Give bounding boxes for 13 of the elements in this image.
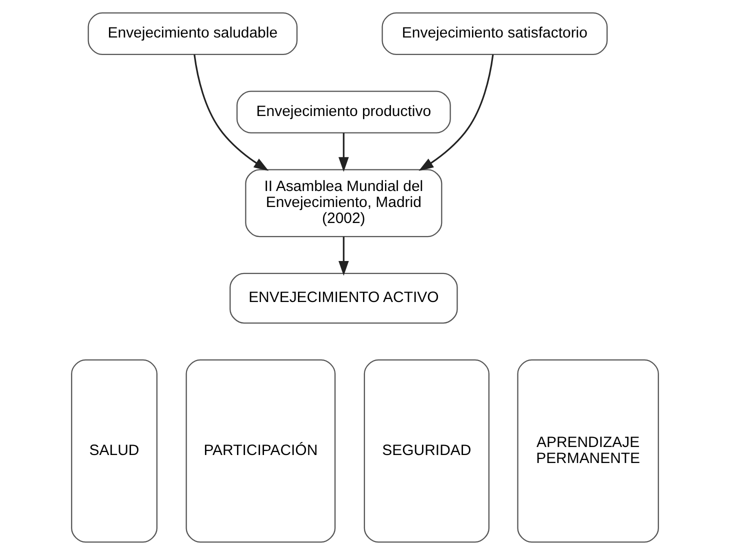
node-box: II Asamblea Mundial del Envejecimiento, Madrid (2002) bbox=[245, 169, 442, 238]
arrow bbox=[418, 54, 494, 171]
node-box: SEGURIDAD bbox=[364, 359, 490, 543]
node-box: Envejecimiento saludable bbox=[88, 12, 298, 55]
arrow bbox=[338, 236, 349, 276]
arrow bbox=[194, 54, 269, 171]
node-box: SALUD bbox=[71, 359, 158, 543]
node-box: APRENDIZAJE PERMANENTE bbox=[517, 359, 659, 543]
node-box: Envejecimiento productivo bbox=[236, 90, 451, 134]
node-box: PARTICIPACIÓN bbox=[186, 359, 336, 543]
node-box: Envejecimiento satisfactorio bbox=[382, 12, 608, 55]
node-box: ENVEJECIMIENTO ACTIVO bbox=[230, 272, 458, 324]
arrow bbox=[338, 132, 349, 172]
